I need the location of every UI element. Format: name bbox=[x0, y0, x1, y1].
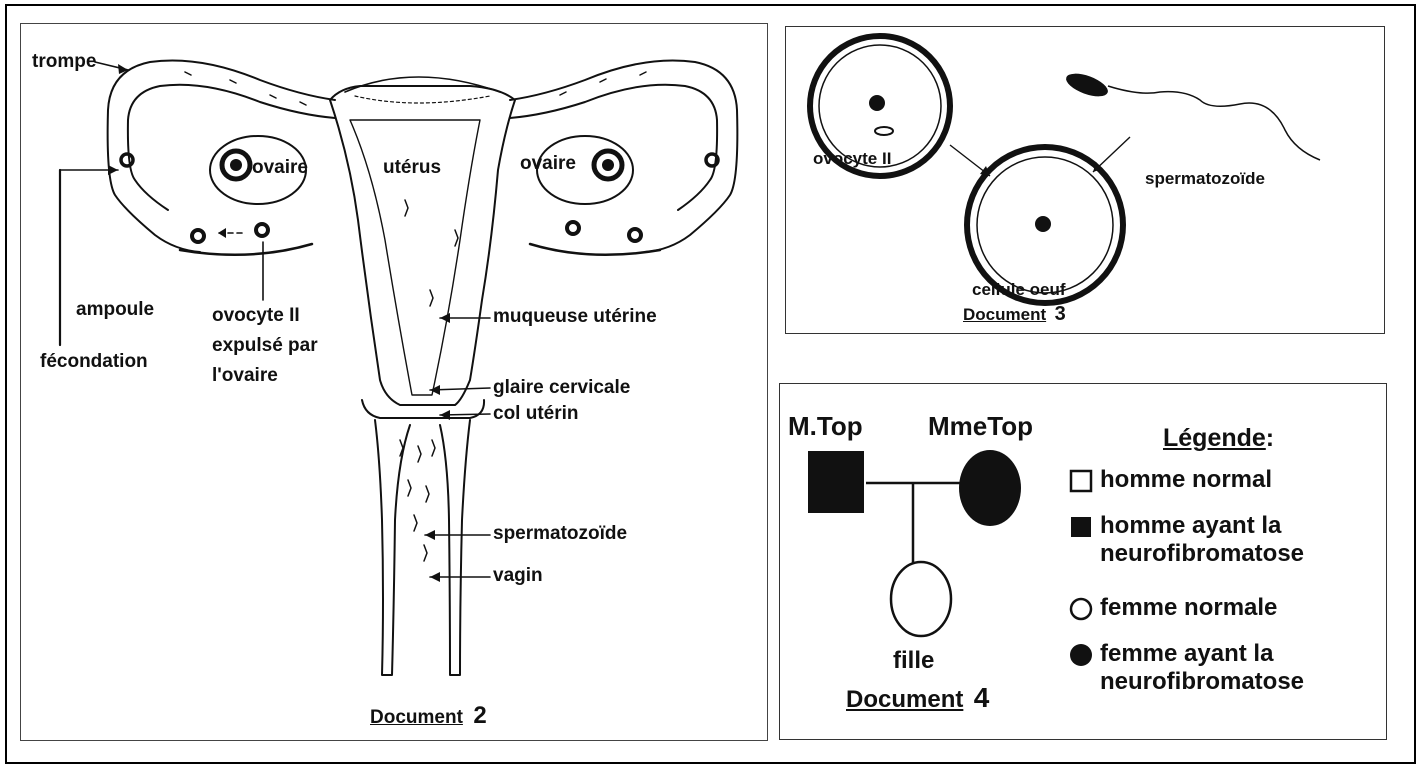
circle-empty-icon bbox=[1068, 594, 1094, 620]
label-father: M.Top bbox=[788, 412, 863, 441]
square-empty-icon bbox=[1068, 466, 1094, 492]
legend-item-homme-normal: homme normal bbox=[1068, 466, 1272, 494]
document-4-number: 4 bbox=[974, 682, 990, 713]
square-filled-icon bbox=[1068, 512, 1094, 538]
father-symbol bbox=[808, 451, 864, 513]
label-mother: MmeTop bbox=[928, 412, 1033, 441]
legend-item-homme-malade: homme ayant la neurofibromatose bbox=[1068, 512, 1304, 567]
daughter-symbol bbox=[891, 562, 951, 636]
legend-title-colon: : bbox=[1266, 424, 1274, 452]
legend-text-homme-malade-2: neurofibromatose bbox=[1100, 540, 1304, 568]
legend-text-femme-normale: femme normale bbox=[1100, 594, 1277, 622]
legend-text-femme-malade-1: femme ayant la bbox=[1100, 640, 1304, 668]
circle-filled-icon bbox=[1068, 640, 1094, 666]
legend-title-text: Légende bbox=[1163, 424, 1266, 452]
label-daughter: fille bbox=[893, 648, 934, 674]
document-4-word: Document bbox=[846, 686, 963, 713]
mother-symbol bbox=[959, 450, 1021, 526]
legend-text-homme-malade-1: homme ayant la bbox=[1100, 512, 1304, 540]
legend-title: Légende: bbox=[1163, 424, 1274, 453]
document-4-title: Document 4 bbox=[846, 682, 989, 714]
legend-text-homme-normal: homme normal bbox=[1100, 466, 1272, 494]
legend-text-femme-malade-2: neurofibromatose bbox=[1100, 668, 1304, 696]
legend-item-femme-normale: femme normale bbox=[1068, 594, 1277, 622]
legend-item-femme-malade: femme ayant la neurofibromatose bbox=[1068, 640, 1304, 695]
